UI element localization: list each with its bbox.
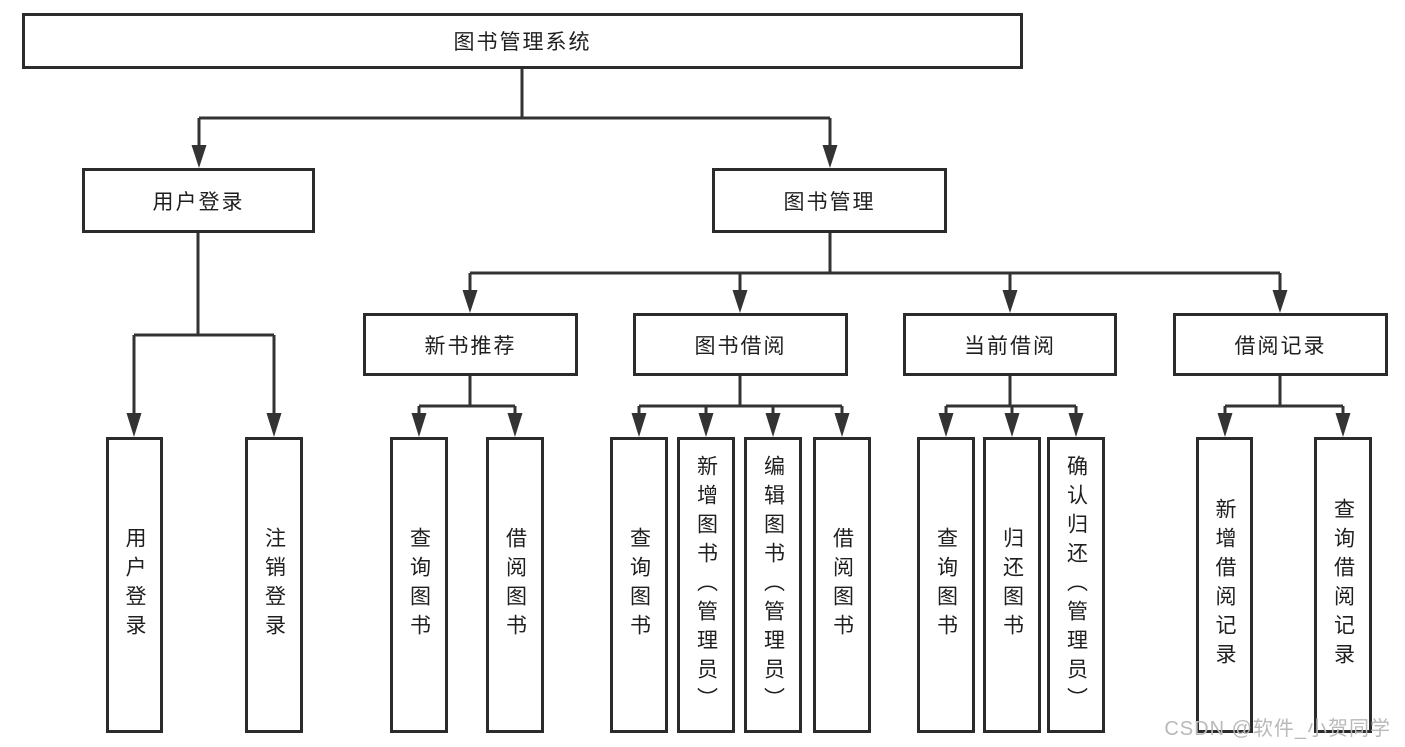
leaf-query-books-recommend: 查询图书 (390, 437, 448, 733)
leaf-confirm-return-admin: 确认归还（管理员） (1047, 437, 1105, 733)
leaf-query-borrow-record: 查询借阅记录 (1314, 437, 1372, 733)
node-user-login: 用户登录 (82, 168, 315, 233)
watermark: CSDN @软件_小贺同学 (1164, 718, 1391, 740)
node-new-book-recommend: 新书推荐 (363, 313, 578, 376)
leaf-borrow-books-borrow: 借阅图书 (813, 437, 871, 733)
leaf-add-borrow-record: 新增借阅记录 (1196, 437, 1253, 733)
node-borrowing-records: 借阅记录 (1173, 313, 1388, 376)
node-book-management: 图书管理 (712, 168, 947, 233)
node-book-borrowing: 图书借阅 (633, 313, 848, 376)
leaf-borrow-books-recommend: 借阅图书 (486, 437, 544, 733)
leaf-user-login: 用户登录 (106, 437, 163, 733)
leaf-add-book-admin: 新增图书（管理员） (677, 437, 735, 733)
node-current-borrowing: 当前借阅 (903, 313, 1117, 376)
leaf-edit-book-admin: 编辑图书（管理员） (744, 437, 802, 733)
leaf-query-books-borrow: 查询图书 (610, 437, 668, 733)
leaf-logout: 注销登录 (245, 437, 303, 733)
leaf-return-book: 归还图书 (983, 437, 1041, 733)
leaf-query-books-current: 查询图书 (917, 437, 975, 733)
node-library-management-system: 图书管理系统 (22, 13, 1023, 69)
